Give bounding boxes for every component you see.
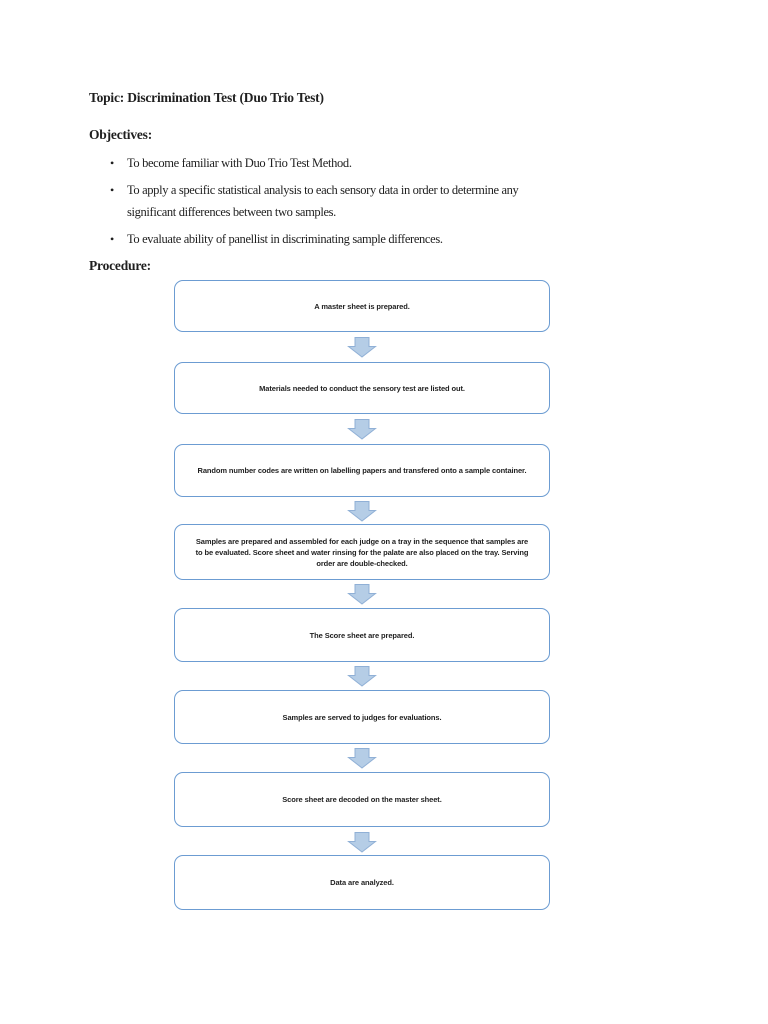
bullet-icon: •: [110, 182, 114, 197]
down-arrow-shape: [347, 748, 377, 769]
flow-step-text: The Score sheet are prepared.: [309, 630, 415, 640]
objective-item: • To apply a specific statistical analys…: [89, 179, 567, 224]
down-arrow-icon: [347, 337, 377, 358]
procedure-heading: Procedure:: [89, 258, 151, 273]
flow-step-box-1: A master sheet is prepared.: [174, 280, 550, 332]
down-arrow-icon: [347, 748, 377, 769]
flow-step-box-3: Random number codes are written on label…: [174, 444, 550, 497]
flow-step-box-2: Materials needed to conduct the sensory …: [174, 362, 550, 414]
flow-step-box-8: Data are analyzed.: [174, 855, 550, 910]
down-arrow-icon: [347, 666, 377, 687]
objectives-list: • To become familiar with Duo Trio Test …: [89, 152, 567, 254]
objectives-heading: Objectives:: [89, 127, 153, 142]
topic-heading: Topic: Discrimination Test (Duo Trio Tes…: [89, 90, 324, 105]
down-arrow-shape: [347, 832, 377, 853]
down-arrow-shape: [347, 666, 377, 687]
flow-step-text: Data are analyzed.: [330, 878, 394, 887]
flow-step-text: Samples are prepared and assembled for e…: [195, 536, 529, 568]
objective-text: To apply a specific statistical analysis…: [127, 182, 519, 220]
objective-item: • To evaluate ability of panellist in di…: [89, 228, 567, 251]
objective-text: To become familiar with Duo Trio Test Me…: [127, 156, 352, 170]
down-arrow-shape: [347, 501, 377, 522]
flow-step-text: Random number codes are written on label…: [197, 466, 527, 475]
down-arrow-icon: [347, 832, 377, 853]
bullet-icon: •: [110, 156, 114, 170]
down-arrow-icon: [347, 501, 377, 522]
flow-step-text: Samples are served to judges for evaluat…: [282, 712, 442, 722]
flow-step-text: A master sheet is prepared.: [314, 301, 410, 311]
down-arrow-shape: [347, 419, 377, 440]
flow-step-text: Materials needed to conduct the sensory …: [259, 383, 465, 393]
objective-text: To evaluate ability of panellist in disc…: [127, 231, 443, 246]
flow-step-box-6: Samples are served to judges for evaluat…: [174, 690, 550, 744]
objective-item: • To become familiar with Duo Trio Test …: [89, 152, 567, 175]
down-arrow-icon: [347, 419, 377, 440]
flow-step-box-7: Score sheet are decoded on the master sh…: [174, 772, 550, 827]
flow-step-box-4: Samples are prepared and assembled for e…: [174, 524, 550, 580]
bullet-icon: •: [110, 231, 114, 246]
down-arrow-shape: [347, 584, 377, 605]
flow-step-box-5: The Score sheet are prepared.: [174, 608, 550, 662]
down-arrow-icon: [347, 584, 377, 605]
down-arrow-shape: [347, 337, 377, 358]
flow-step-text: Score sheet are decoded on the master sh…: [282, 795, 442, 804]
